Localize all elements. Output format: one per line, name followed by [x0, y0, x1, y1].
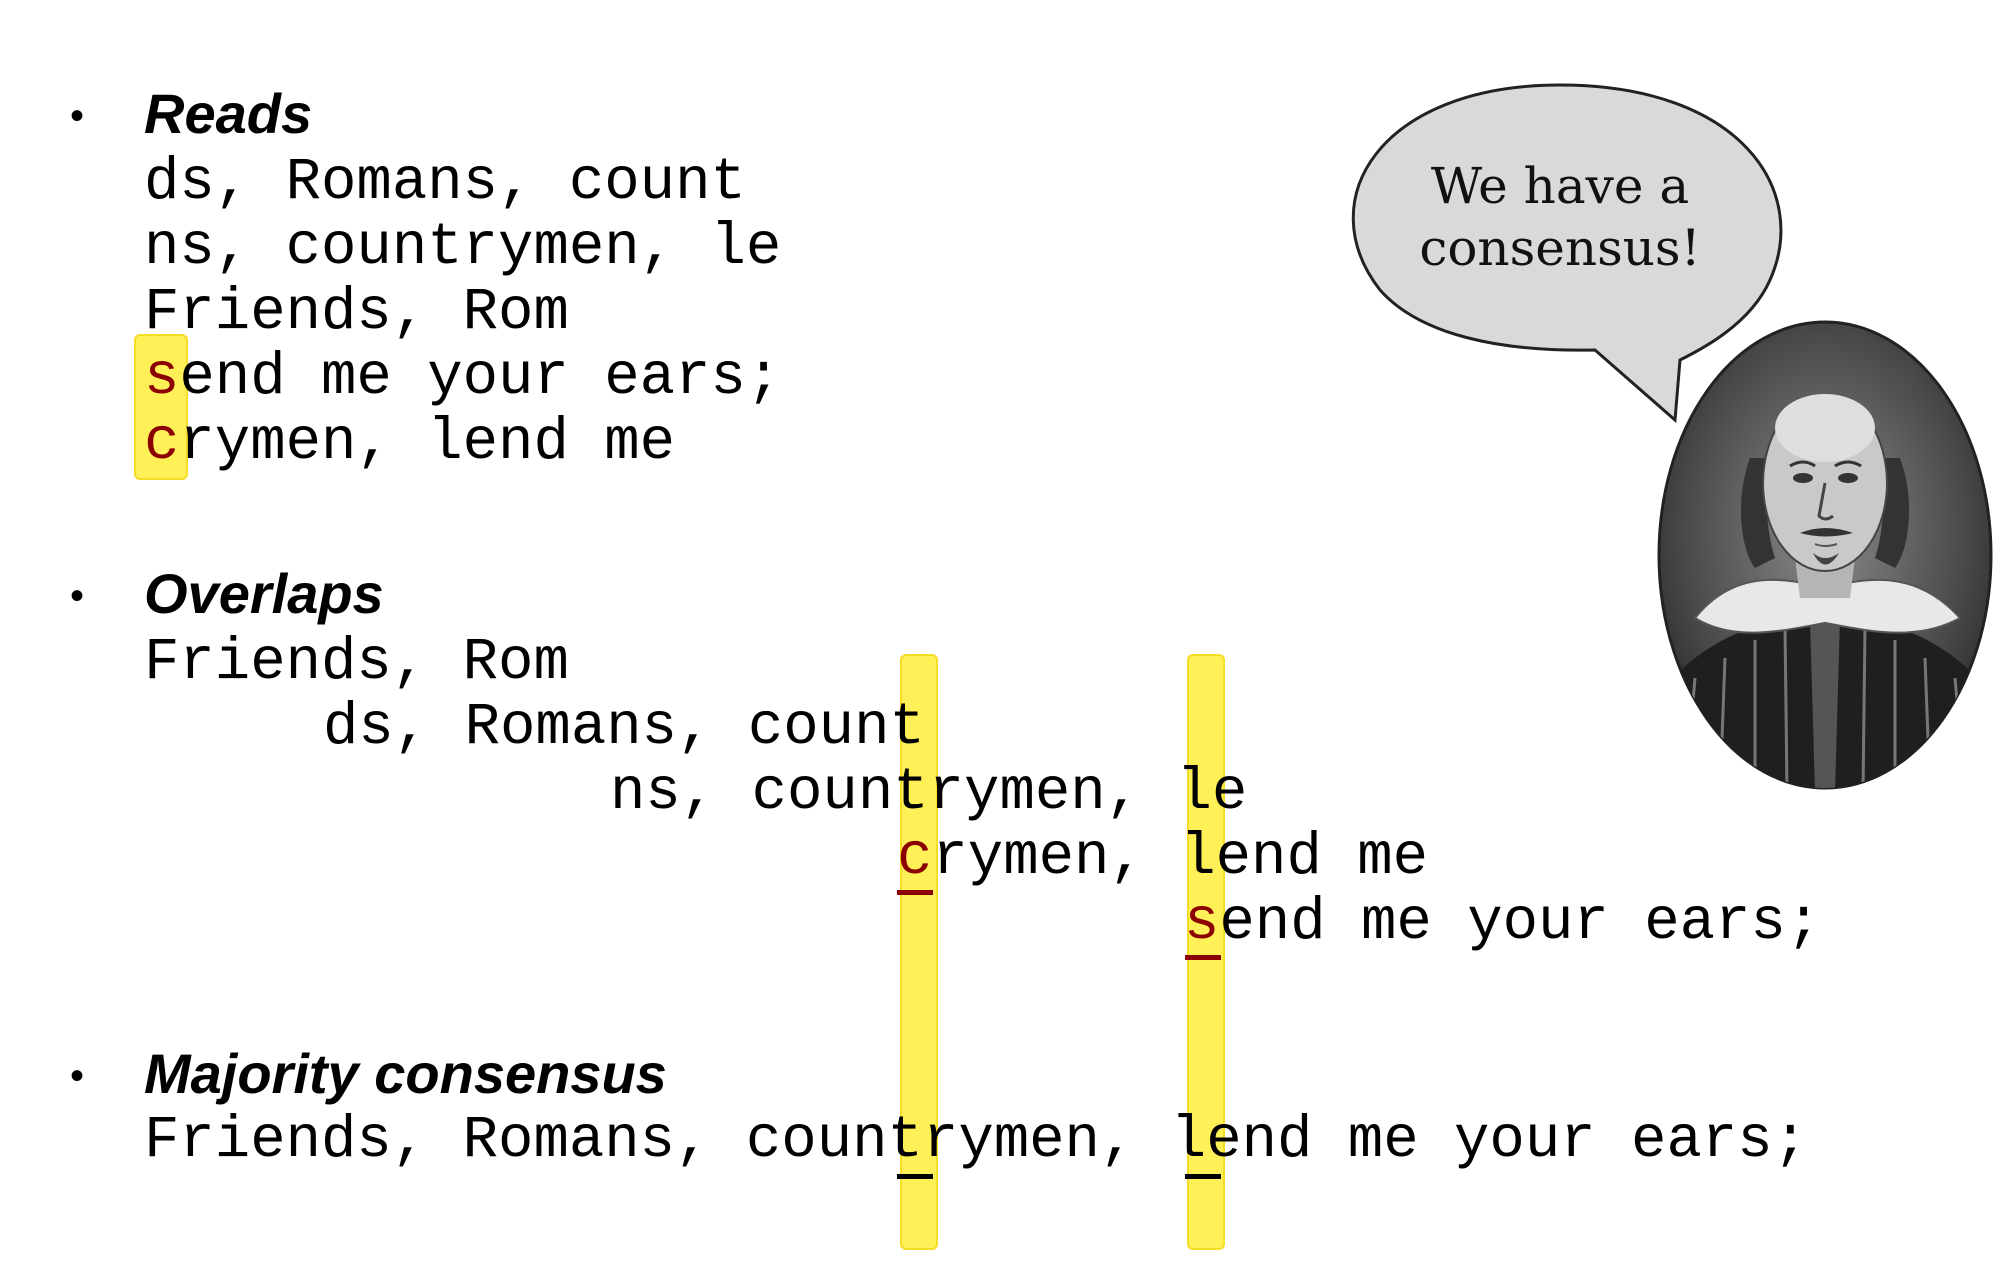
overlap-line: crymen, lend me — [897, 825, 1428, 891]
aligned-letter: l — [1176, 759, 1212, 826]
aligned-letter: l — [1180, 824, 1216, 891]
consensus-bullet: • — [70, 1054, 85, 1098]
consensus-underline — [1185, 1174, 1221, 1179]
read-text: end me your ears; — [179, 344, 782, 411]
consensus-letter: t — [887, 1107, 923, 1174]
overlap-line: ns, countrymen, le — [610, 760, 1247, 826]
mismatch-underline — [897, 890, 933, 895]
read-line: send me your ears; — [144, 345, 781, 411]
overlap-text: rymen, — [928, 759, 1177, 826]
read-line: crymen, lend me — [144, 410, 675, 476]
mismatch-underline — [1185, 955, 1221, 960]
overlaps-heading: Overlaps — [144, 562, 384, 625]
read-line: ns, countrymen, le — [144, 214, 782, 281]
overlap-text: rymen, — [932, 824, 1181, 891]
reads-mismatch-highlight — [134, 334, 188, 480]
overlap-text: end me your ears; — [1219, 889, 1822, 956]
consensus-text: end me your ears; — [1206, 1107, 1809, 1174]
overlap-text: ns, coun — [610, 759, 894, 826]
read-line: ds, Romans, count — [144, 149, 746, 216]
mismatch-letter: c — [897, 824, 933, 891]
overlap-line: send me your ears; — [1184, 890, 1821, 956]
read-text: rymen, lend me — [179, 409, 676, 476]
aligned-letter: t — [889, 694, 925, 761]
consensus-column-t-highlight — [900, 654, 938, 1250]
mismatch-letter: c — [144, 409, 180, 476]
reads-bullet: • — [70, 94, 85, 138]
speech-bubble — [1351, 83, 1783, 424]
overlap-line: Friends, Rom — [144, 629, 569, 696]
shakespeare-portrait — [1657, 320, 1993, 790]
overlaps-bullet: • — [70, 574, 85, 618]
consensus-column-l-highlight — [1187, 654, 1225, 1250]
consensus-heading: Majority consensus — [144, 1042, 667, 1105]
overlap-text: end me — [1215, 824, 1429, 891]
consensus-letter: l — [1170, 1107, 1207, 1174]
overlap-text: ds, Romans, coun — [323, 694, 890, 761]
read-line: Friends, Rom — [144, 279, 569, 346]
bubble-text-line1: We have a — [1430, 157, 1690, 215]
mismatch-letter: s — [1184, 889, 1220, 956]
overlap-line: ds, Romans, count — [323, 695, 925, 761]
reads-heading: Reads — [144, 82, 313, 145]
consensus-underline — [897, 1174, 933, 1179]
consensus-line: Friends, Romans, countrymen, lend me you… — [144, 1108, 1808, 1174]
bubble-text-line2: consensus! — [1419, 219, 1701, 277]
mismatch-letter: s — [144, 344, 180, 411]
consensus-text: rymen, — [922, 1107, 1171, 1174]
consensus-text: Friends, Romans, coun — [144, 1107, 888, 1174]
overlap-text: e — [1211, 759, 1248, 826]
aligned-letter: t — [893, 759, 929, 826]
